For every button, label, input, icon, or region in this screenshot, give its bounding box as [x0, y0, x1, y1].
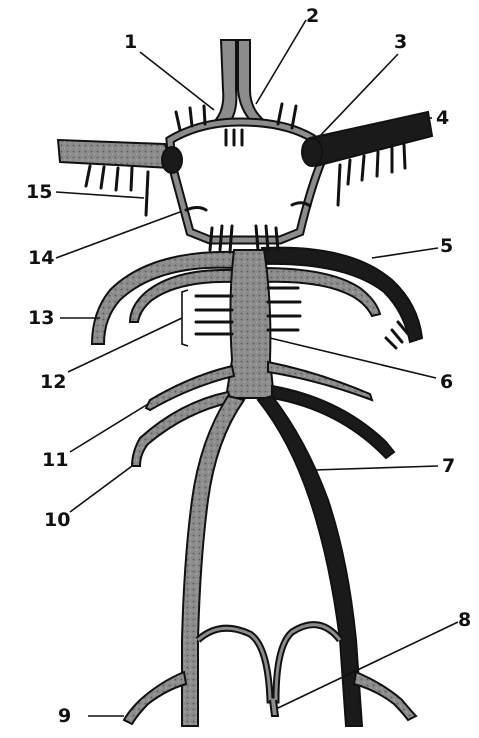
- arterial-circle: [170, 104, 322, 240]
- label-13: 13: [28, 307, 54, 329]
- label-7: 7: [442, 455, 455, 477]
- label-5: 5: [440, 235, 453, 257]
- middle-cerebral-artery-left: [58, 140, 182, 215]
- middle-cerebral-artery-right: [302, 112, 432, 205]
- label-6: 6: [440, 371, 453, 393]
- label-15: 15: [26, 181, 52, 203]
- label-14: 14: [28, 247, 54, 269]
- label-3: 3: [394, 31, 407, 53]
- label-11: 11: [42, 449, 68, 471]
- label-2: 2: [306, 5, 319, 27]
- label-10: 10: [44, 509, 70, 531]
- label-1: 1: [124, 31, 137, 53]
- label-4: 4: [436, 107, 449, 129]
- label-12: 12: [40, 371, 66, 393]
- anterior-cerebral-arteries: [214, 40, 266, 145]
- label-9: 9: [58, 705, 71, 727]
- label-8: 8: [458, 609, 471, 631]
